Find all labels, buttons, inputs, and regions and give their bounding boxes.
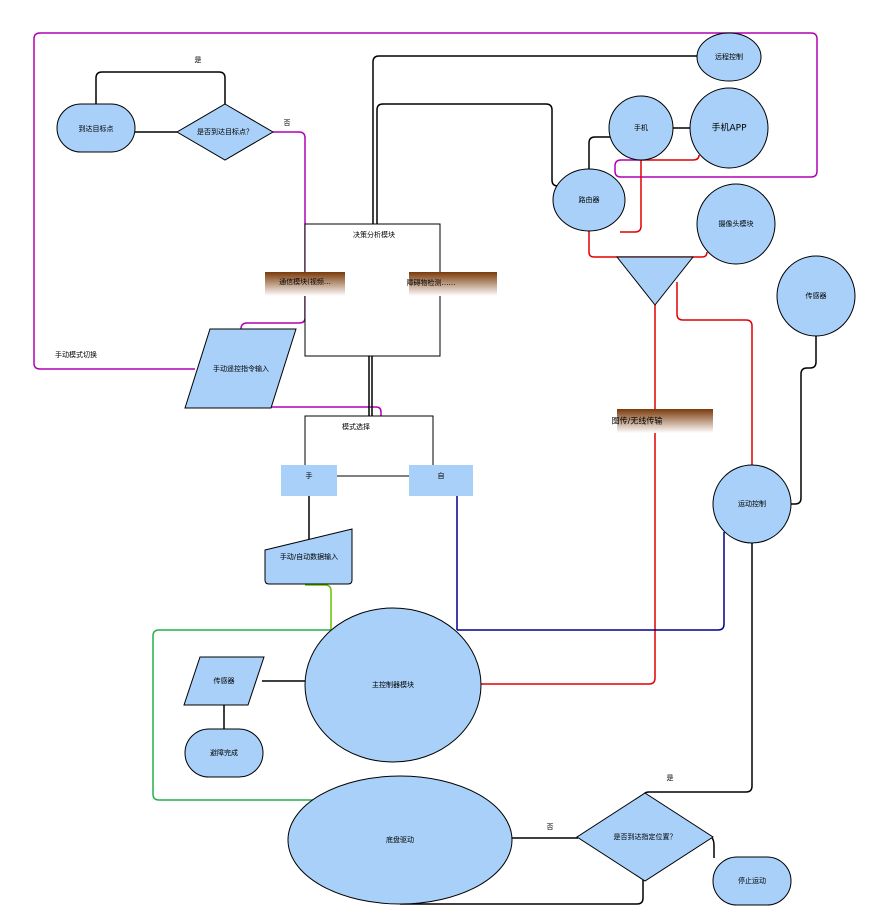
obstacle-end-node bbox=[184, 728, 264, 778]
phone-node bbox=[608, 95, 674, 161]
motion-ctrl-node bbox=[712, 464, 792, 544]
decision-final-yes: 是 bbox=[667, 774, 674, 782]
data-input-label: 手动/自动数据输入 bbox=[280, 552, 338, 561]
decision-final-no: 否 bbox=[547, 823, 554, 831]
manual-input-label: 手动遥控指令输入 bbox=[213, 364, 269, 373]
mode-auto-button[interactable] bbox=[409, 465, 473, 496]
connector-controller-motion bbox=[457, 532, 725, 631]
mode-manual-label: 手 bbox=[306, 471, 313, 480]
manual-input-shape bbox=[184, 328, 297, 409]
decision-top-no: 否 bbox=[284, 119, 291, 127]
mode-group-title: 模式选择 bbox=[342, 422, 370, 431]
connector-group-router bbox=[376, 103, 559, 224]
sensor-label: 传感器 bbox=[806, 291, 827, 300]
connector-router-phone bbox=[588, 136, 611, 170]
wifi-bar bbox=[617, 409, 713, 433]
decision-final bbox=[576, 792, 714, 882]
connector-data-controller bbox=[305, 584, 332, 630]
wifi-bar-label: 图传/无线传输 bbox=[612, 416, 663, 426]
connector-motion-decision bbox=[642, 543, 753, 799]
phone-app-label: 手机APP bbox=[711, 122, 747, 134]
connector-funnel-motion bbox=[676, 282, 753, 465]
connector-decision-to-group bbox=[240, 131, 306, 330]
detect-bar-label: 障碍物检测…… bbox=[407, 278, 456, 287]
connector-router-funnel bbox=[588, 230, 708, 258]
motion-ctrl-label: 运动控制 bbox=[738, 499, 766, 508]
terminal-top-label: 到达目标点 bbox=[79, 124, 114, 133]
connector-decision-chassis-return bbox=[400, 880, 644, 905]
connector-green-loop bbox=[152, 629, 331, 801]
router-label: 路由器 bbox=[579, 195, 600, 204]
connector-loop-top bbox=[95, 71, 226, 104]
connector-funnel-controller bbox=[481, 305, 656, 685]
manual-switch-label: 手动模式切换 bbox=[55, 350, 97, 359]
decision-top-yes: 是 bbox=[195, 56, 202, 64]
main-controller-node bbox=[304, 607, 482, 763]
comm-bar-label: 通信模块(视频… bbox=[279, 277, 331, 286]
obstacle-end-label: 避障完成 bbox=[210, 748, 238, 757]
connector-outer-loop bbox=[33, 32, 818, 370]
router-node bbox=[552, 168, 626, 232]
chassis-node bbox=[287, 775, 513, 905]
chassis-label: 底盘驱动 bbox=[386, 835, 414, 844]
comm-bar bbox=[265, 272, 345, 296]
decision-top bbox=[176, 103, 274, 161]
camera-node bbox=[696, 183, 776, 265]
detect-bar bbox=[409, 272, 497, 296]
connector-decision-stop bbox=[711, 837, 715, 858]
phone-label: 手机 bbox=[634, 123, 648, 132]
remote-ctrl-label: 远程控制 bbox=[715, 52, 743, 61]
camera-label: 摄像头模块 bbox=[719, 219, 754, 228]
sensor-data-label: 传感器 bbox=[214, 676, 235, 685]
connector-phone-funnel bbox=[620, 154, 700, 233]
connector-group-mode bbox=[368, 356, 373, 416]
sensor-node bbox=[776, 255, 856, 337]
phone-app-node bbox=[689, 87, 769, 169]
terminal-top bbox=[56, 103, 136, 153]
merge-triangle bbox=[615, 256, 695, 306]
final-end-node bbox=[712, 856, 792, 906]
connector-sensor-motion bbox=[791, 336, 817, 505]
final-end-label: 停止运动 bbox=[738, 876, 766, 885]
connector-group-remote bbox=[372, 55, 698, 224]
connector-manual-to-mode bbox=[271, 406, 382, 416]
decision-group-title: 决策分析模块 bbox=[353, 230, 395, 239]
data-input-shape bbox=[264, 528, 353, 585]
remote-ctrl-node bbox=[696, 32, 762, 82]
decision-final-label: 是否到达指定位置？ bbox=[614, 832, 677, 841]
mode-manual-button[interactable] bbox=[281, 465, 337, 496]
mode-auto-label: 自 bbox=[438, 471, 445, 480]
decision-top-label: 是否到达目标点？ bbox=[197, 127, 253, 136]
main-controller-label: 主控制器模块 bbox=[372, 680, 414, 689]
sensor-data-shape bbox=[183, 656, 265, 706]
